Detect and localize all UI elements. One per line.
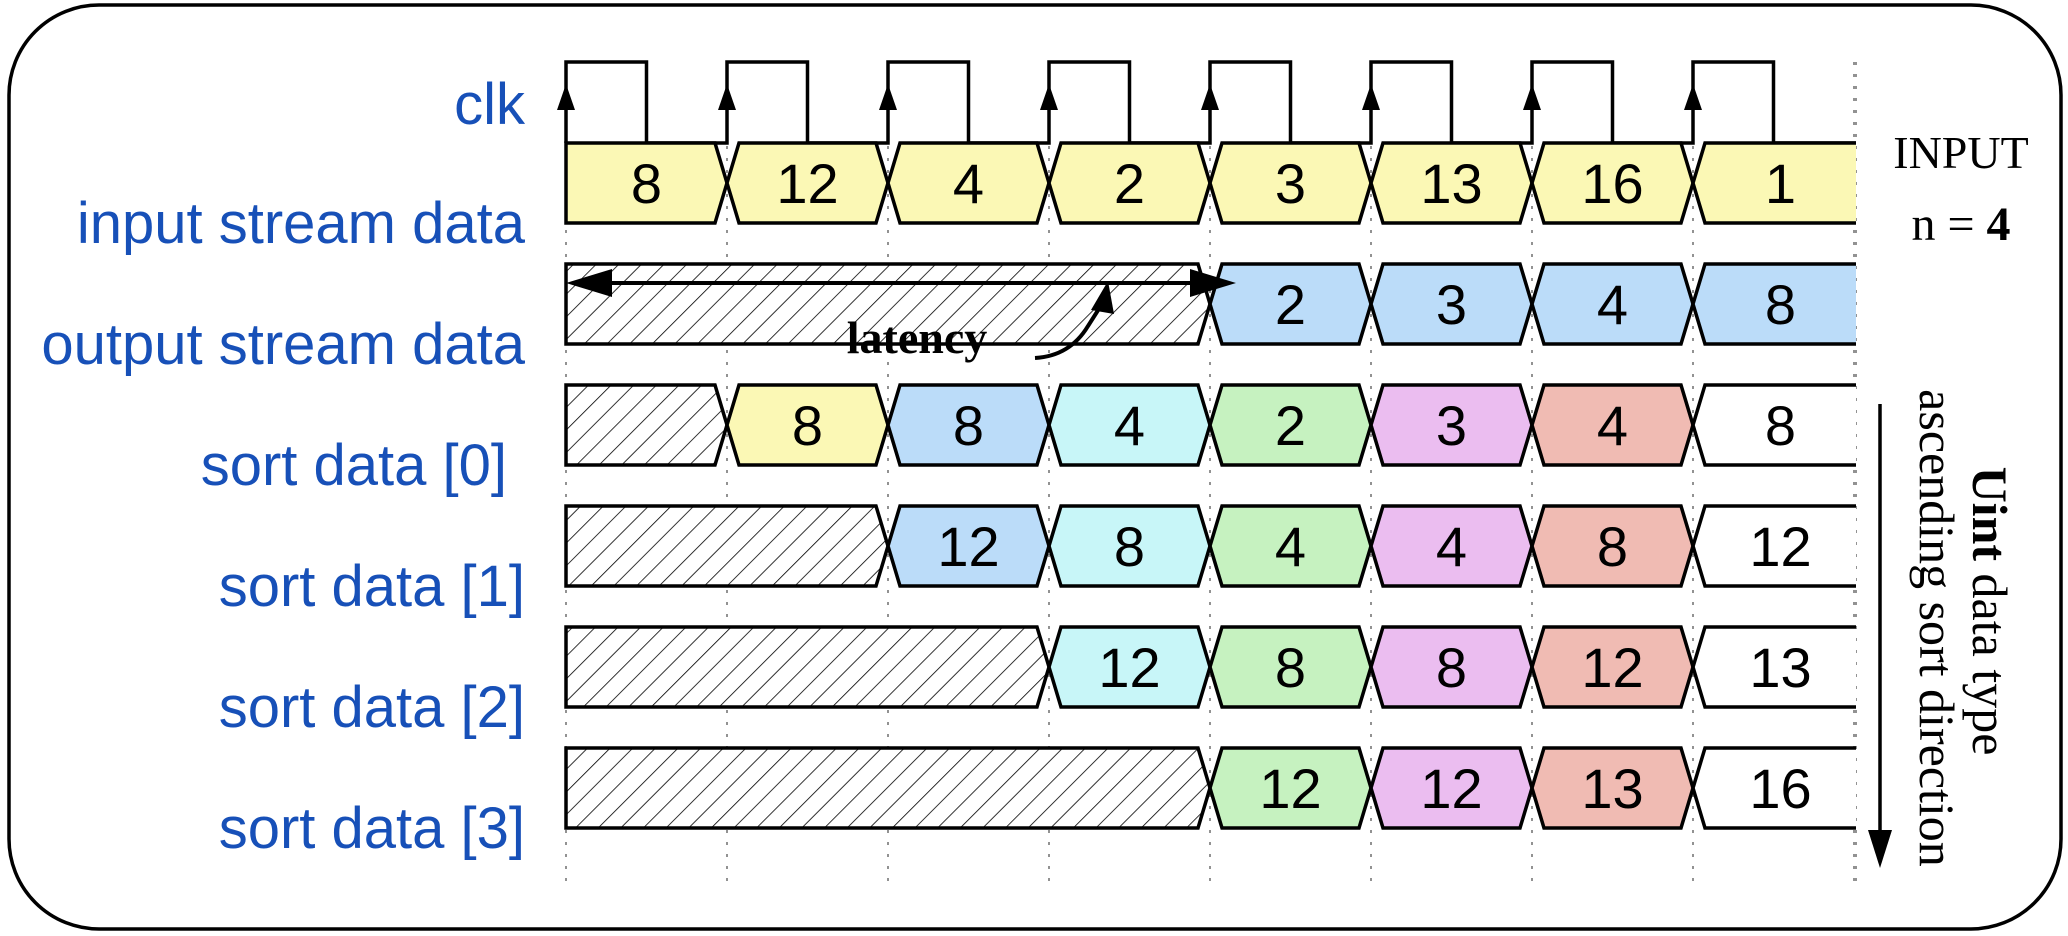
data-cell-value: 8	[1765, 394, 1796, 457]
data-cell-value: 13	[1749, 636, 1811, 699]
signal-label-input-stream: input stream data	[77, 191, 526, 256]
n-equation: n = 4	[1911, 198, 2010, 251]
data-cell	[1693, 627, 1856, 707]
signal-label-sort-2: sort data [2]	[219, 675, 525, 740]
data-cell-value: 12	[1749, 515, 1811, 578]
data-cell	[1693, 748, 1856, 828]
rising-edge-arrow	[1040, 84, 1058, 110]
rising-edge-arrow	[1684, 84, 1702, 110]
clock-waveform	[557, 60, 1856, 145]
signal-row-input: 8 12 4 2 3 13 16 1	[564, 141, 1856, 225]
undefined-data-region	[564, 625, 1051, 709]
latency-label: latency	[847, 312, 988, 363]
uint-label: Uint	[1962, 467, 2018, 562]
input-heading: INPUT	[1893, 127, 2028, 178]
rising-edge-arrow	[879, 84, 897, 110]
data-cell	[564, 141, 729, 225]
clock-signal-line	[564, 60, 1856, 145]
data-cell-value: 4	[1114, 394, 1145, 457]
data-cell-value: 8	[1436, 636, 1467, 699]
data-cell-value: 12	[1259, 757, 1321, 820]
data-cell	[1693, 506, 1856, 586]
signal-row-sort2: 12 8 8 12 13	[564, 625, 1856, 709]
rising-edge-arrow	[1362, 84, 1380, 110]
data-cell-outline	[1691, 383, 1856, 467]
data-cell	[1693, 385, 1856, 465]
data-cell-value: 4	[1436, 515, 1467, 578]
data-cell-value: 1	[1765, 152, 1796, 215]
data-cell	[1693, 143, 1856, 223]
data-cell-value: 2	[1114, 152, 1145, 215]
signal-row-sort3: 12 12 13 16	[564, 746, 1856, 830]
rising-edge-arrow	[1523, 84, 1541, 110]
data-cell-value: 8	[631, 152, 662, 215]
data-cell-value: 8	[1765, 273, 1796, 336]
data-cell-value: 12	[1098, 636, 1160, 699]
data-cell-value: 13	[1420, 152, 1482, 215]
undefined-data-region	[564, 746, 1212, 830]
data-cell-value: 8	[1597, 515, 1628, 578]
signal-label-sort-3: sort data [3]	[219, 796, 525, 861]
latency-arrow	[566, 269, 1236, 360]
data-cell-value: 12	[937, 515, 999, 578]
data-cell	[1693, 264, 1856, 344]
data-cell-value: 13	[1581, 757, 1643, 820]
undefined-data-region	[564, 383, 729, 467]
data-cell-value: 12	[1420, 757, 1482, 820]
data-cell-outline	[1691, 625, 1856, 709]
data-cell-value: 16	[1581, 152, 1643, 215]
rising-edge-arrow	[1201, 84, 1219, 110]
signal-row-sort1: 12 8 4 4 8 12	[564, 504, 1856, 588]
signal-row-sort0: 8 8 4 2 3 4 8	[564, 383, 1856, 467]
data-cell-value: 4	[953, 152, 984, 215]
data-cell-outline	[1691, 141, 1856, 225]
data-cell-value: 12	[1581, 636, 1643, 699]
sort-direction-label: ascending sort direction	[1909, 389, 1965, 867]
data-cell-outline	[1691, 746, 1856, 830]
n-value: 4	[1987, 198, 2011, 251]
data-cell-value: 4	[1597, 273, 1628, 336]
data-cell-value: 3	[1436, 394, 1467, 457]
signal-label-sort-0: sort data [0]	[201, 433, 507, 498]
data-cell-value: 8	[953, 394, 984, 457]
sort-type-label: Uint data type	[1962, 467, 2018, 756]
data-cell-value: 8	[1275, 636, 1306, 699]
sort-direction-arrow	[1868, 404, 1892, 868]
data-cell-value: 4	[1597, 394, 1628, 457]
data-cell-value: 2	[1275, 394, 1306, 457]
data-cell-value: 8	[1114, 515, 1145, 578]
data-cell-value: 16	[1749, 757, 1811, 820]
signal-label-sort-1: sort data [1]	[219, 554, 525, 619]
data-cell-value: 12	[776, 152, 838, 215]
undefined-data-region	[564, 504, 890, 588]
data-cell-value: 3	[1275, 152, 1306, 215]
rising-edge-arrow	[718, 84, 736, 110]
data-cell-outline	[1691, 262, 1856, 346]
data-cell-value: 3	[1436, 273, 1467, 336]
data-cell-value: 4	[1275, 515, 1306, 578]
signal-label-clk: clk	[454, 72, 526, 137]
data-cell-outline	[1691, 504, 1856, 588]
rising-edge-arrow	[557, 84, 575, 110]
signal-label-output-stream: output stream data	[41, 312, 525, 377]
data-cell-value: 2	[1275, 273, 1306, 336]
data-cell-value: 8	[792, 394, 823, 457]
